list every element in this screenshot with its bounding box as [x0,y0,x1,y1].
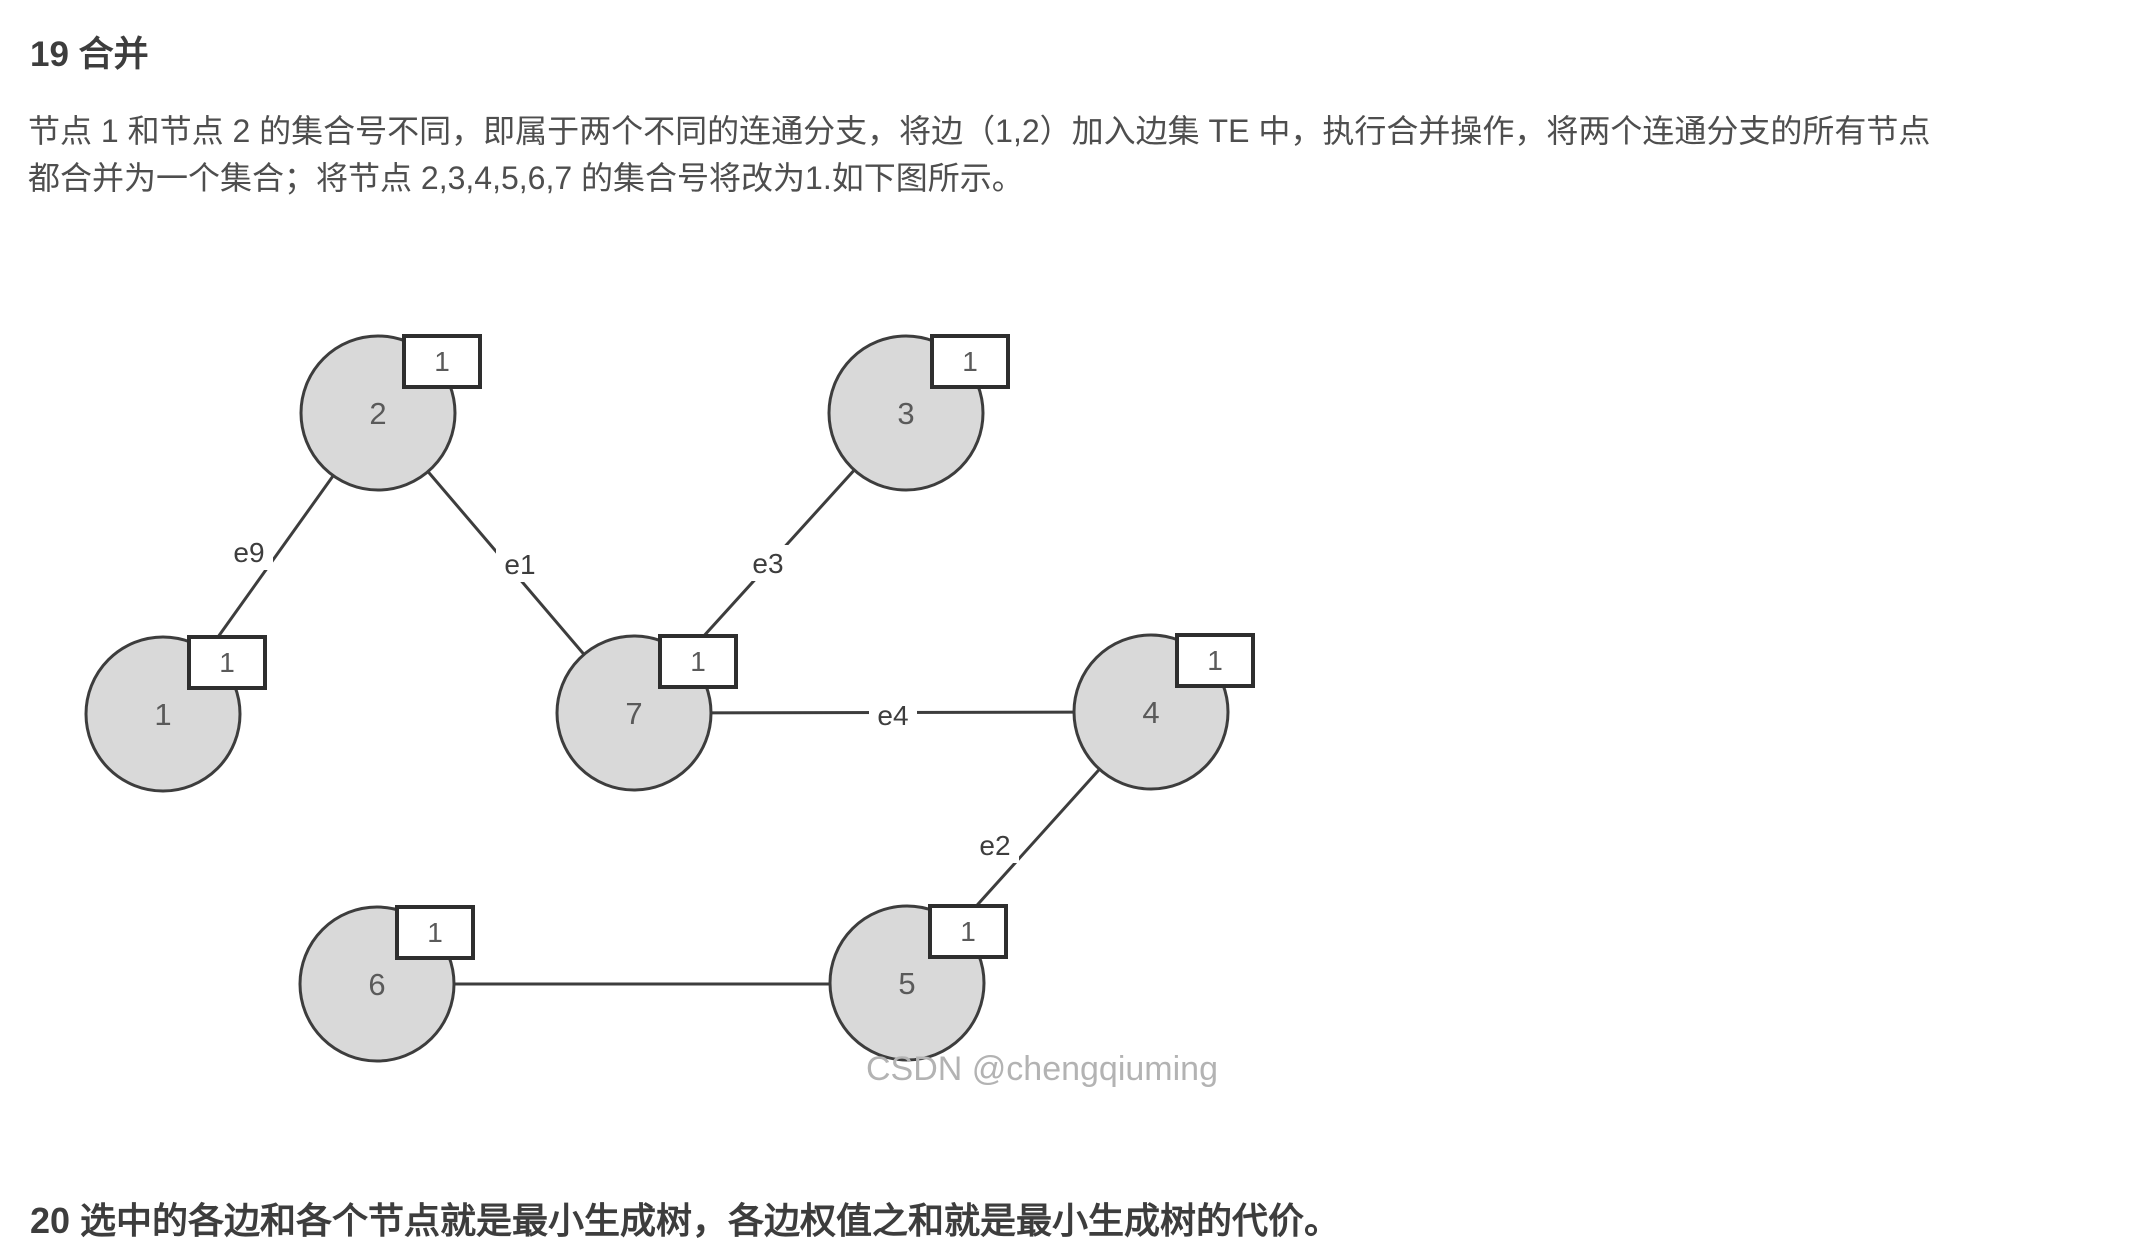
node-4-label: 4 [1142,695,1159,730]
node-1-set-box [187,635,267,690]
node-7-label: 7 [625,696,642,731]
edge-e9-label: e9 [233,537,264,568]
edge-e2-label-plate [971,827,1019,863]
edge-e4-label: e4 [877,700,908,731]
section-19-paragraph-line-1: 节点 1 和节点 2 的集合号不同，即属于两个不同的连通分支，将边（1,2）加入… [28,113,1931,149]
edge-e3-label: e3 [752,548,783,579]
node-3-set-box [930,334,1010,389]
edge-e2-label: e2 [979,830,1010,861]
section-19-paragraph-line-2: 都合并为一个集合；将节点 2,3,4,5,6,7 的集合号将改为1.如下图所示。 [28,160,1024,196]
node-2-label: 2 [369,396,386,431]
node-6-set-value: 1 [427,917,443,948]
edge-e3-label-plate [744,545,792,581]
node-3-set-value: 1 [962,346,978,377]
node-1-set-value: 1 [219,647,235,678]
edge-e4-label-plate [869,697,917,733]
node-2-set-value: 1 [434,346,450,377]
union-find-graph-figure: 2 1 3 1 1 1 7 1 4 1 6 1 5 1 e9 [84,334,1255,1088]
node-2-set-box [402,334,482,389]
node-4-set-value: 1 [1207,645,1223,676]
node-5-label: 5 [898,966,915,1001]
section-19-heading: 19 合并 [30,35,149,74]
node-6-set-box [395,905,475,960]
edge-e1-label-plate [496,546,544,582]
node-7-set-box [658,634,738,689]
node-4-set-box [1175,633,1255,688]
node-5-set-box [928,904,1008,959]
node-1-label: 1 [154,697,171,732]
node-6-label: 6 [368,967,385,1002]
edge-e9-label-plate [225,534,273,570]
node-3-label: 3 [897,396,914,431]
edge-e1-label: e1 [504,549,535,580]
csdn-watermark: CSDN @chengqiuming [866,1050,1218,1088]
node-7-set-value: 1 [690,646,706,677]
node-5-set-value: 1 [960,916,976,947]
section-20-heading: 20 选中的各边和各个节点就是最小生成树，各边权值之和就是最小生成树的代价。 [30,1200,1341,1241]
